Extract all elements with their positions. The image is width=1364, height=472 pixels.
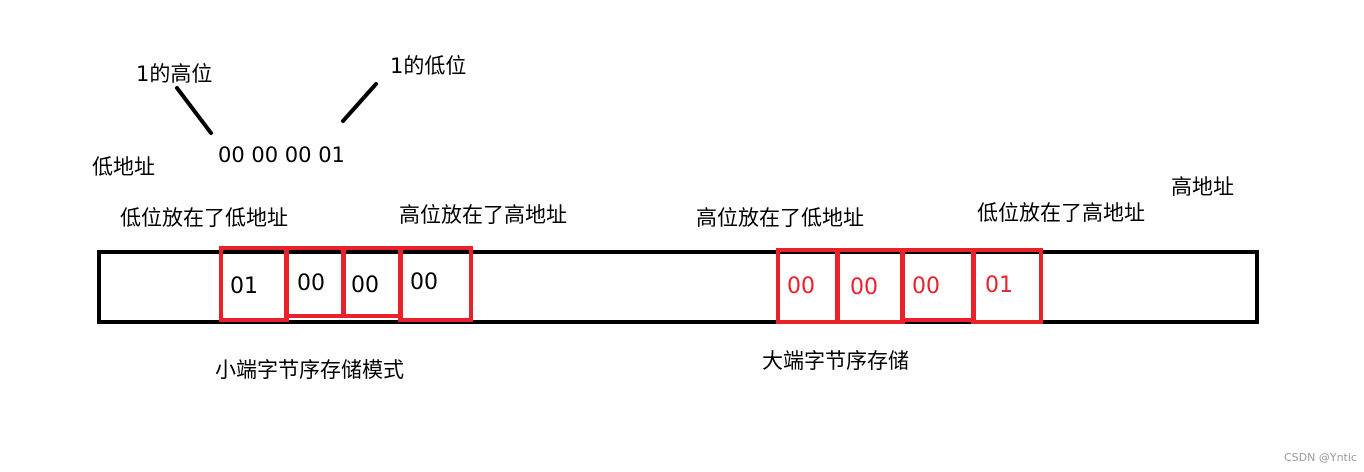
pointer-high-byte xyxy=(175,86,213,135)
big-endian-right-note: 低位放在了高地址 xyxy=(977,201,1145,225)
big-endian-byte-3: 01 xyxy=(985,273,1013,298)
label-low-address: 低地址 xyxy=(92,155,155,179)
little-endian-left-note: 低位放在了低地址 xyxy=(120,206,288,230)
little-endian-byte-0: 01 xyxy=(230,274,258,299)
little-endian-right-note: 高位放在了高地址 xyxy=(399,203,567,227)
big-endian-byte-0: 00 xyxy=(787,274,815,299)
label-low-byte-of-1: 1的低位 xyxy=(390,54,467,78)
value-hex: 00 00 00 01 xyxy=(218,143,345,167)
pointer-low-byte xyxy=(341,82,378,123)
big-endian-cell-3 xyxy=(971,248,1043,324)
big-endian-left-note: 高位放在了低地址 xyxy=(696,206,864,230)
big-endian-caption: 大端字节序存储 xyxy=(762,349,909,373)
memory-strip xyxy=(97,250,1259,324)
big-endian-byte-1: 00 xyxy=(850,275,878,300)
little-endian-cell-3 xyxy=(398,246,473,322)
watermark: CSDN @Yntic xyxy=(1284,451,1357,464)
label-high-address: 高地址 xyxy=(1171,175,1234,199)
label-high-byte-of-1: 1的高位 xyxy=(136,62,213,86)
little-endian-byte-1: 00 xyxy=(297,271,325,296)
little-endian-byte-3: 00 xyxy=(410,270,438,295)
big-endian-byte-2: 00 xyxy=(912,274,940,299)
little-endian-caption: 小端字节序存储模式 xyxy=(215,358,404,382)
little-endian-byte-2: 00 xyxy=(351,273,379,298)
